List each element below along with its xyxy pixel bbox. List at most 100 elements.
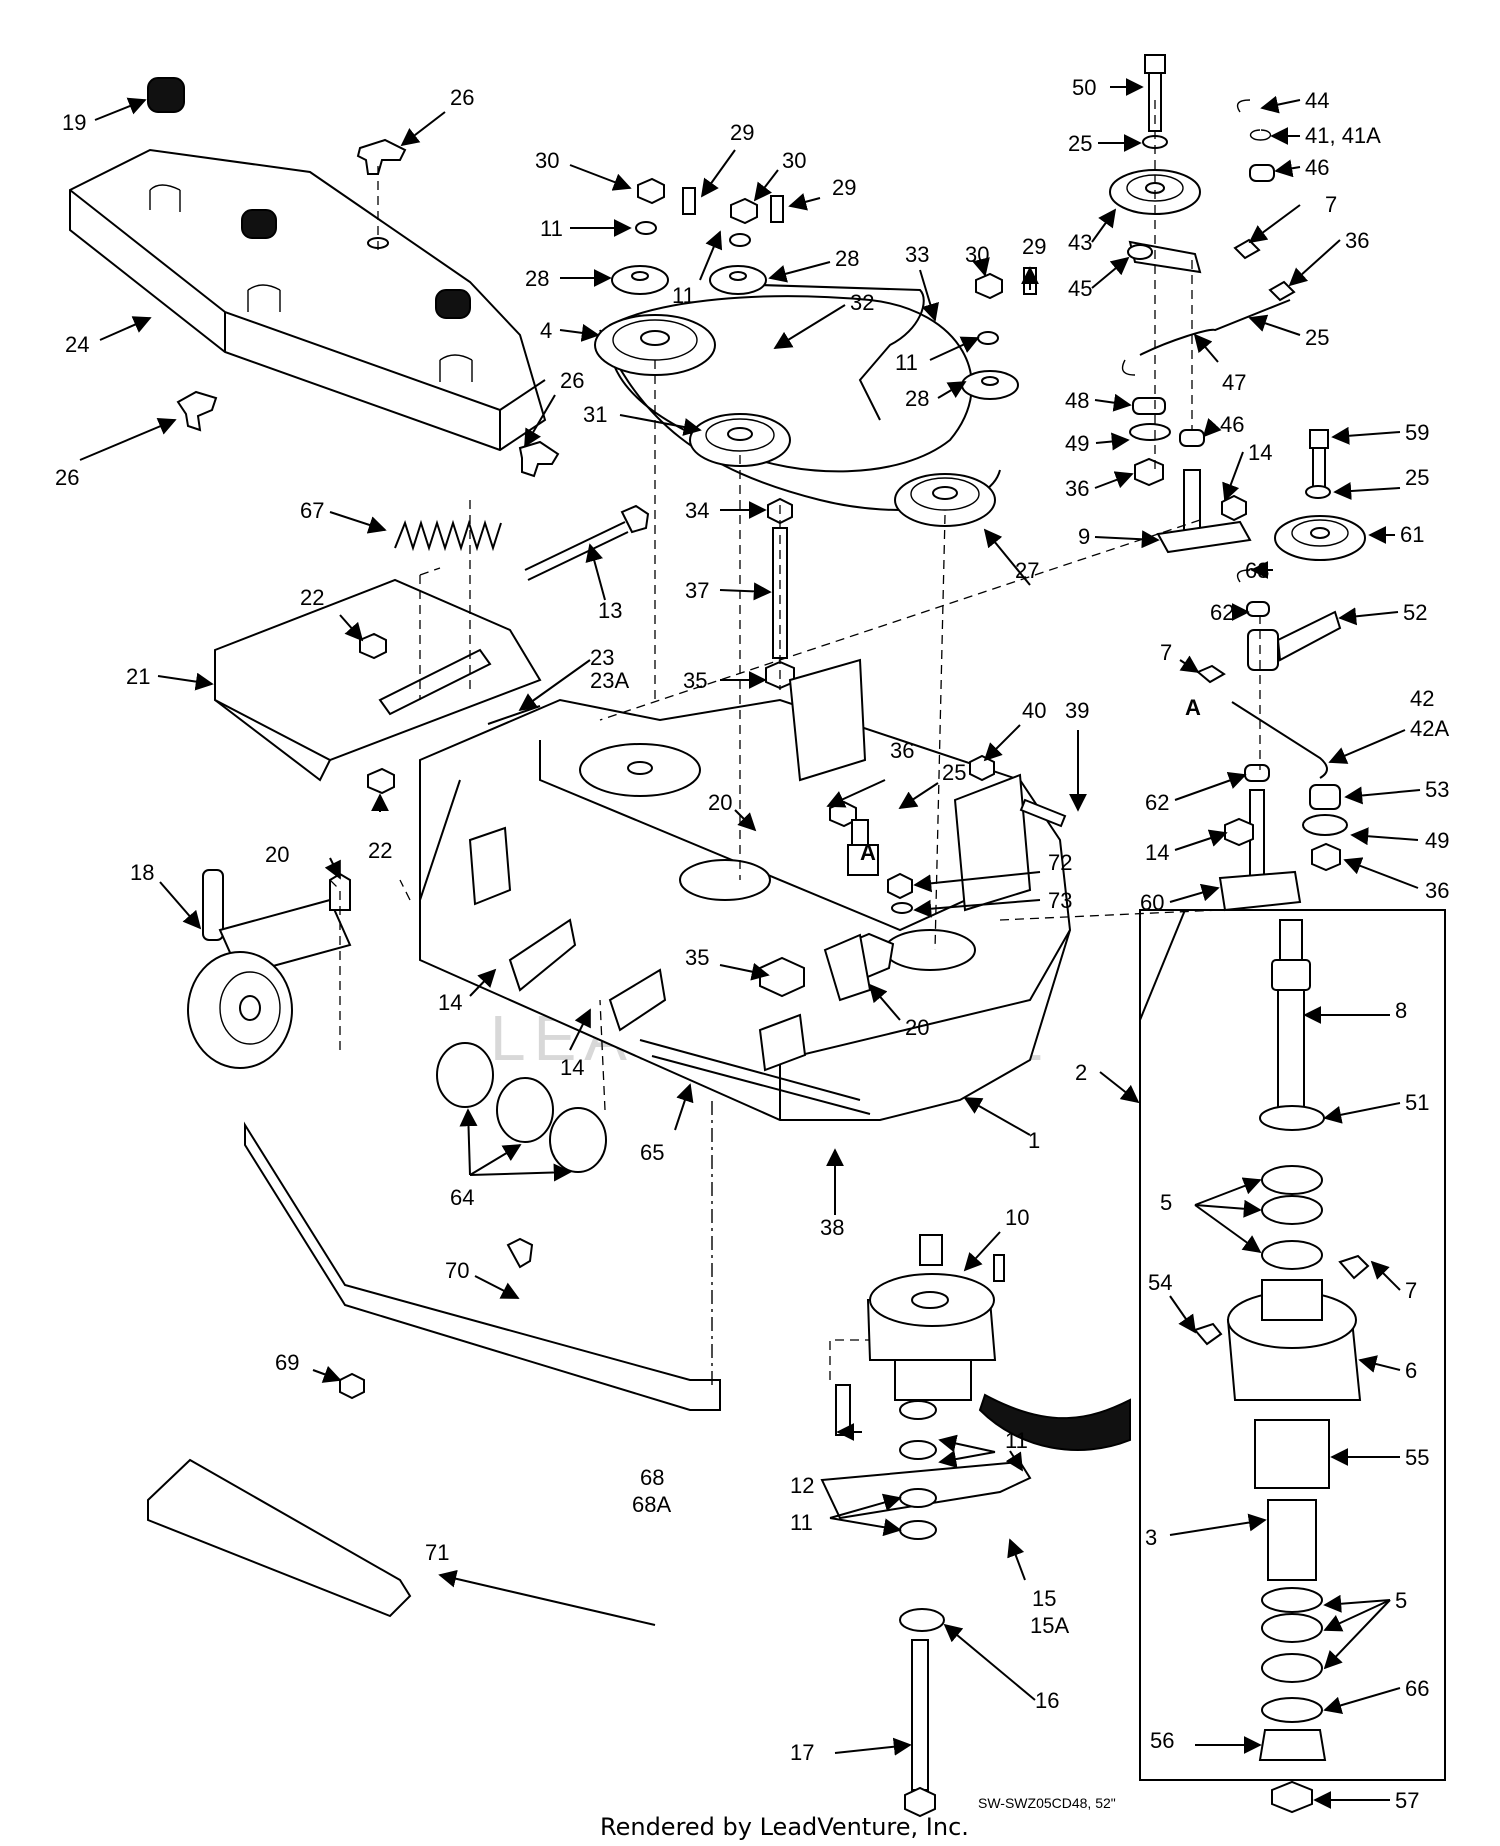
idler-28a <box>611 265 669 295</box>
callout-62: 62 <box>1145 790 1169 815</box>
knob-26-right <box>518 440 560 478</box>
callout-73: 73 <box>1048 888 1072 913</box>
callout-18: 18 <box>130 860 154 885</box>
callout-27: 27 <box>1015 558 1039 583</box>
callout-68a: 68A <box>632 1492 671 1517</box>
callout-14: 14 <box>560 1055 584 1080</box>
callout-36: 36 <box>890 738 914 763</box>
credit-line: Rendered by LeadVenture, Inc. <box>600 1813 969 1841</box>
detail-marker-a: A <box>1185 695 1201 720</box>
callout-42: 42 <box>1410 686 1434 711</box>
callout-62: 62 <box>1210 600 1234 625</box>
pulley-4 <box>594 314 716 376</box>
callout-72: 72 <box>1048 850 1072 875</box>
callout-20: 20 <box>905 1015 929 1040</box>
callout-50: 50 <box>1072 75 1096 100</box>
callout-41-41a: 41, 41A <box>1305 123 1381 148</box>
bumper-68 <box>244 1121 721 1411</box>
callout-36: 36 <box>1065 476 1089 501</box>
callout-28: 28 <box>905 386 929 411</box>
callout-11: 11 <box>790 1510 813 1535</box>
callout-30: 30 <box>965 242 989 267</box>
callout-10: 10 <box>1005 1205 1029 1230</box>
callout-67: 67 <box>300 498 324 523</box>
callout-34: 34 <box>685 498 709 523</box>
callout-11: 11 <box>1005 1428 1028 1453</box>
callout-45: 45 <box>1068 276 1092 301</box>
callout-23a: 23A <box>590 668 629 693</box>
callout-36: 36 <box>1345 228 1369 253</box>
callout-11: 11 <box>895 350 918 375</box>
callout-21: 21 <box>126 664 150 689</box>
callout-40: 40 <box>1022 698 1046 723</box>
callout-42a: 42A <box>1410 716 1449 741</box>
callout-26: 26 <box>560 368 584 393</box>
baffle-21 <box>214 578 542 795</box>
callout-28: 28 <box>525 266 549 291</box>
callout-49: 49 <box>1425 828 1449 853</box>
callout-25: 25 <box>1305 325 1329 350</box>
callout-30: 30 <box>535 148 559 173</box>
callout-66: 66 <box>1405 1676 1429 1701</box>
idler-28c <box>961 370 1019 400</box>
callout-22: 22 <box>300 585 324 610</box>
callout-37: 37 <box>685 578 709 603</box>
rod-13 <box>524 504 650 581</box>
knob-26-left <box>176 390 218 432</box>
idler-assembly-right <box>1109 54 1296 583</box>
spindle-assembly <box>820 1234 1131 1818</box>
callout-69: 69 <box>275 1350 299 1375</box>
idler-28b <box>709 265 767 295</box>
callout-11: 11 <box>540 216 563 241</box>
callout-35: 35 <box>685 945 709 970</box>
assembly-lines <box>329 100 1261 1385</box>
callout-48: 48 <box>1065 388 1089 413</box>
anti-scalp-rollers-64 <box>436 1042 607 1173</box>
callout-53: 53 <box>1425 777 1449 802</box>
callout-22: 22 <box>368 838 392 863</box>
callout-25: 25 <box>1405 465 1429 490</box>
diagram-source-code: SW-SWZ05CD48, 52" <box>978 1795 1116 1811</box>
callout-30: 30 <box>782 148 806 173</box>
callout-14: 14 <box>438 990 462 1015</box>
callout-57: 57 <box>1395 1788 1419 1813</box>
callout-8: 8 <box>1395 998 1407 1023</box>
callout-36: 36 <box>1425 878 1449 903</box>
callout-60: 60 <box>1140 890 1164 915</box>
callout-23: 23 <box>590 645 614 670</box>
pulley-27 <box>894 473 996 527</box>
callout-39: 39 <box>1065 698 1089 723</box>
callout-46: 46 <box>1220 412 1244 437</box>
knob-19 <box>147 77 185 113</box>
belt-cover <box>69 148 547 452</box>
pulley-31 <box>689 413 791 467</box>
callout-15: 15 <box>1032 1586 1056 1611</box>
callout-2: 2 <box>1075 1060 1087 1085</box>
callout-14: 14 <box>1145 840 1169 865</box>
callout-38: 38 <box>820 1215 844 1240</box>
callout-17: 17 <box>790 1740 814 1765</box>
callout-51: 51 <box>1405 1090 1429 1115</box>
callout-44: 44 <box>1305 88 1329 113</box>
spindle-detail-box <box>1139 909 1446 1814</box>
callout-12: 12 <box>790 1473 814 1498</box>
callout-29: 29 <box>1022 234 1046 259</box>
caster-wheel-18 <box>187 869 352 1069</box>
callout-16: 16 <box>1035 1688 1059 1713</box>
callout-29: 29 <box>832 175 856 200</box>
callout-28: 28 <box>835 246 859 271</box>
callout-25: 25 <box>1068 131 1092 156</box>
callout-19: 19 <box>62 110 86 135</box>
callout-24: 24 <box>65 332 89 357</box>
callout-32: 32 <box>850 290 874 315</box>
callout-5: 5 <box>1395 1588 1407 1613</box>
callout-63: 63 <box>1245 558 1269 583</box>
callout-64: 64 <box>450 1185 474 1210</box>
callout-35: 35 <box>683 668 707 693</box>
callout-20: 20 <box>708 790 732 815</box>
callout-31: 31 <box>583 402 607 427</box>
callout-25: 25 <box>942 760 966 785</box>
callout-54: 54 <box>1148 1270 1172 1295</box>
callout-9: 9 <box>1078 524 1090 549</box>
